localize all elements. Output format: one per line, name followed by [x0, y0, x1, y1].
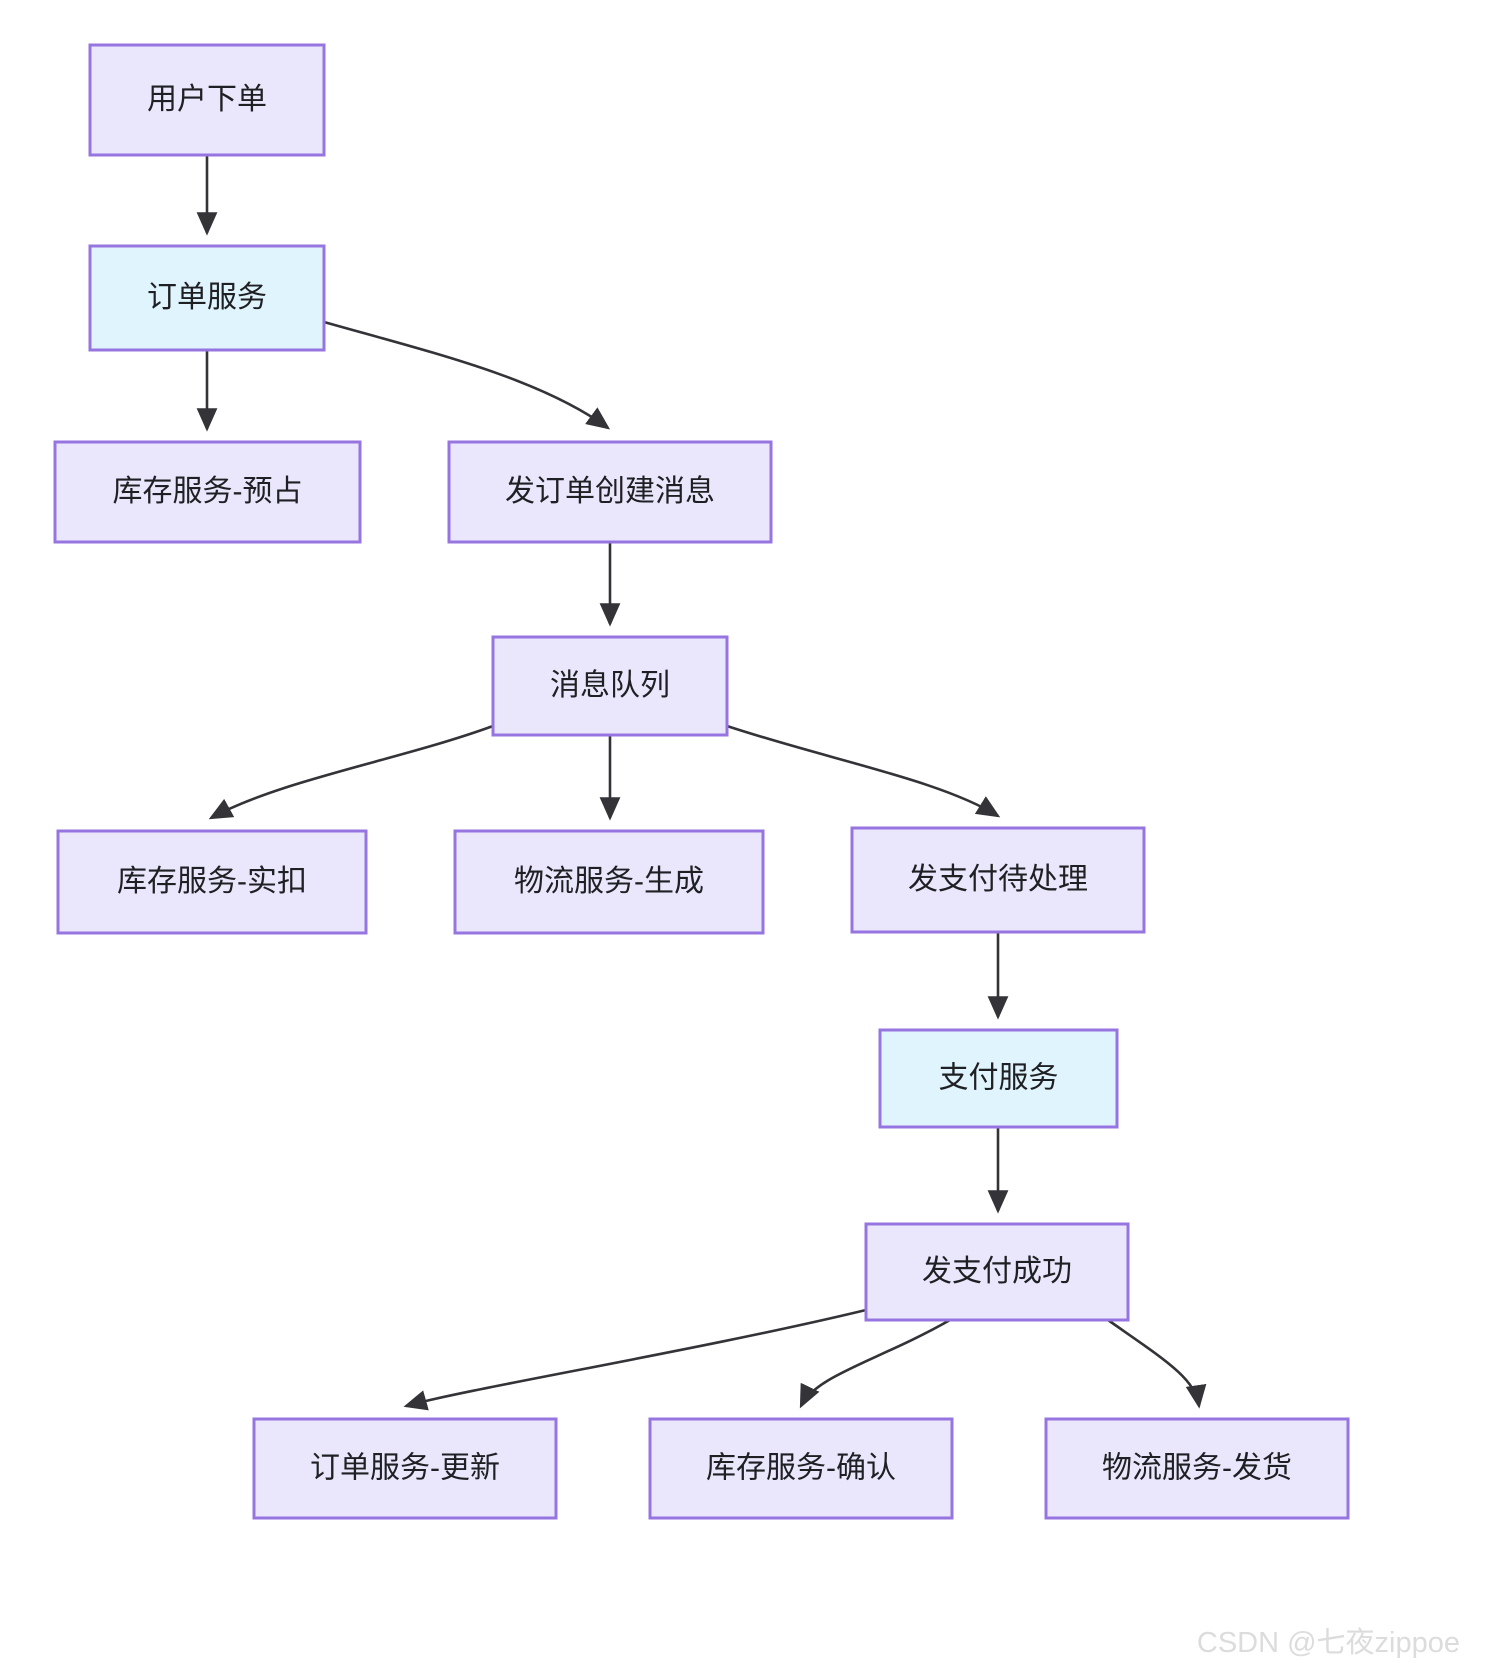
- flow-edge-n10-to-n13: [1107, 1318, 1207, 1409]
- flow-node-label: 订单服务: [147, 281, 267, 314]
- flow-node-label: 物流服务-发货: [1102, 1451, 1292, 1484]
- flow-node-n11[interactable]: 订单服务-更新: [252, 1417, 558, 1520]
- flow-edge-n5-to-n6: [208, 724, 494, 820]
- flow-node-box[interactable]: [88, 43, 326, 157]
- flow-node-n1[interactable]: 用户下单: [88, 43, 326, 157]
- flow-edge-n2-to-n4: [323, 320, 611, 430]
- flow-node-label: 用户下单: [147, 83, 267, 116]
- flow-node-box[interactable]: [252, 1417, 558, 1520]
- flow-node-n7[interactable]: 物流服务-生成: [453, 829, 765, 935]
- flow-node-label: 库存服务-实扣: [117, 865, 307, 898]
- flow-edge-n10-to-n12: [799, 1318, 951, 1409]
- csdn-watermark: CSDN @七夜zippoe: [1197, 1626, 1460, 1659]
- flow-node-n2[interactable]: 订单服务: [88, 244, 326, 352]
- flow-node-box[interactable]: [88, 244, 326, 352]
- flow-node-box[interactable]: [878, 1028, 1119, 1129]
- flow-node-box[interactable]: [648, 1417, 954, 1520]
- flow-node-box[interactable]: [53, 440, 362, 544]
- flow-node-n8[interactable]: 发支付待处理: [850, 826, 1146, 934]
- flow-node-label: 发订单创建消息: [505, 475, 715, 508]
- flow-node-n5[interactable]: 消息队列: [491, 635, 729, 737]
- edge-layer: [196, 155, 1207, 1411]
- flow-node-box[interactable]: [491, 635, 729, 737]
- flow-node-label: 订单服务-更新: [310, 1451, 500, 1484]
- flow-node-box[interactable]: [864, 1222, 1130, 1322]
- flow-node-label: 库存服务-预占: [113, 475, 303, 508]
- flow-node-label: 物流服务-生成: [514, 865, 704, 898]
- flow-node-n6[interactable]: 库存服务-实扣: [56, 829, 368, 935]
- flow-node-n3[interactable]: 库存服务-预占: [53, 440, 362, 544]
- flow-node-label: 消息队列: [550, 669, 670, 702]
- flow-node-box[interactable]: [56, 829, 368, 935]
- flow-node-n10[interactable]: 发支付成功: [864, 1222, 1130, 1322]
- flow-node-n12[interactable]: 库存服务-确认: [648, 1417, 954, 1520]
- flow-node-box[interactable]: [850, 826, 1146, 934]
- flow-edge-n5-to-n8: [726, 724, 1001, 818]
- flow-node-label: 发支付待处理: [908, 863, 1088, 896]
- flow-node-label: 库存服务-确认: [706, 1451, 896, 1484]
- flow-node-label: 支付服务: [939, 1061, 1059, 1094]
- flow-node-box[interactable]: [453, 829, 765, 935]
- flow-node-n4[interactable]: 发订单创建消息: [447, 440, 773, 544]
- flow-node-label: 发支付成功: [922, 1255, 1072, 1288]
- flow-node-box[interactable]: [447, 440, 773, 544]
- flow-node-n13[interactable]: 物流服务-发货: [1044, 1417, 1350, 1520]
- flow-edge-n10-to-n11: [403, 1308, 867, 1411]
- flow-node-box[interactable]: [1044, 1417, 1350, 1520]
- flow-node-n9[interactable]: 支付服务: [878, 1028, 1119, 1129]
